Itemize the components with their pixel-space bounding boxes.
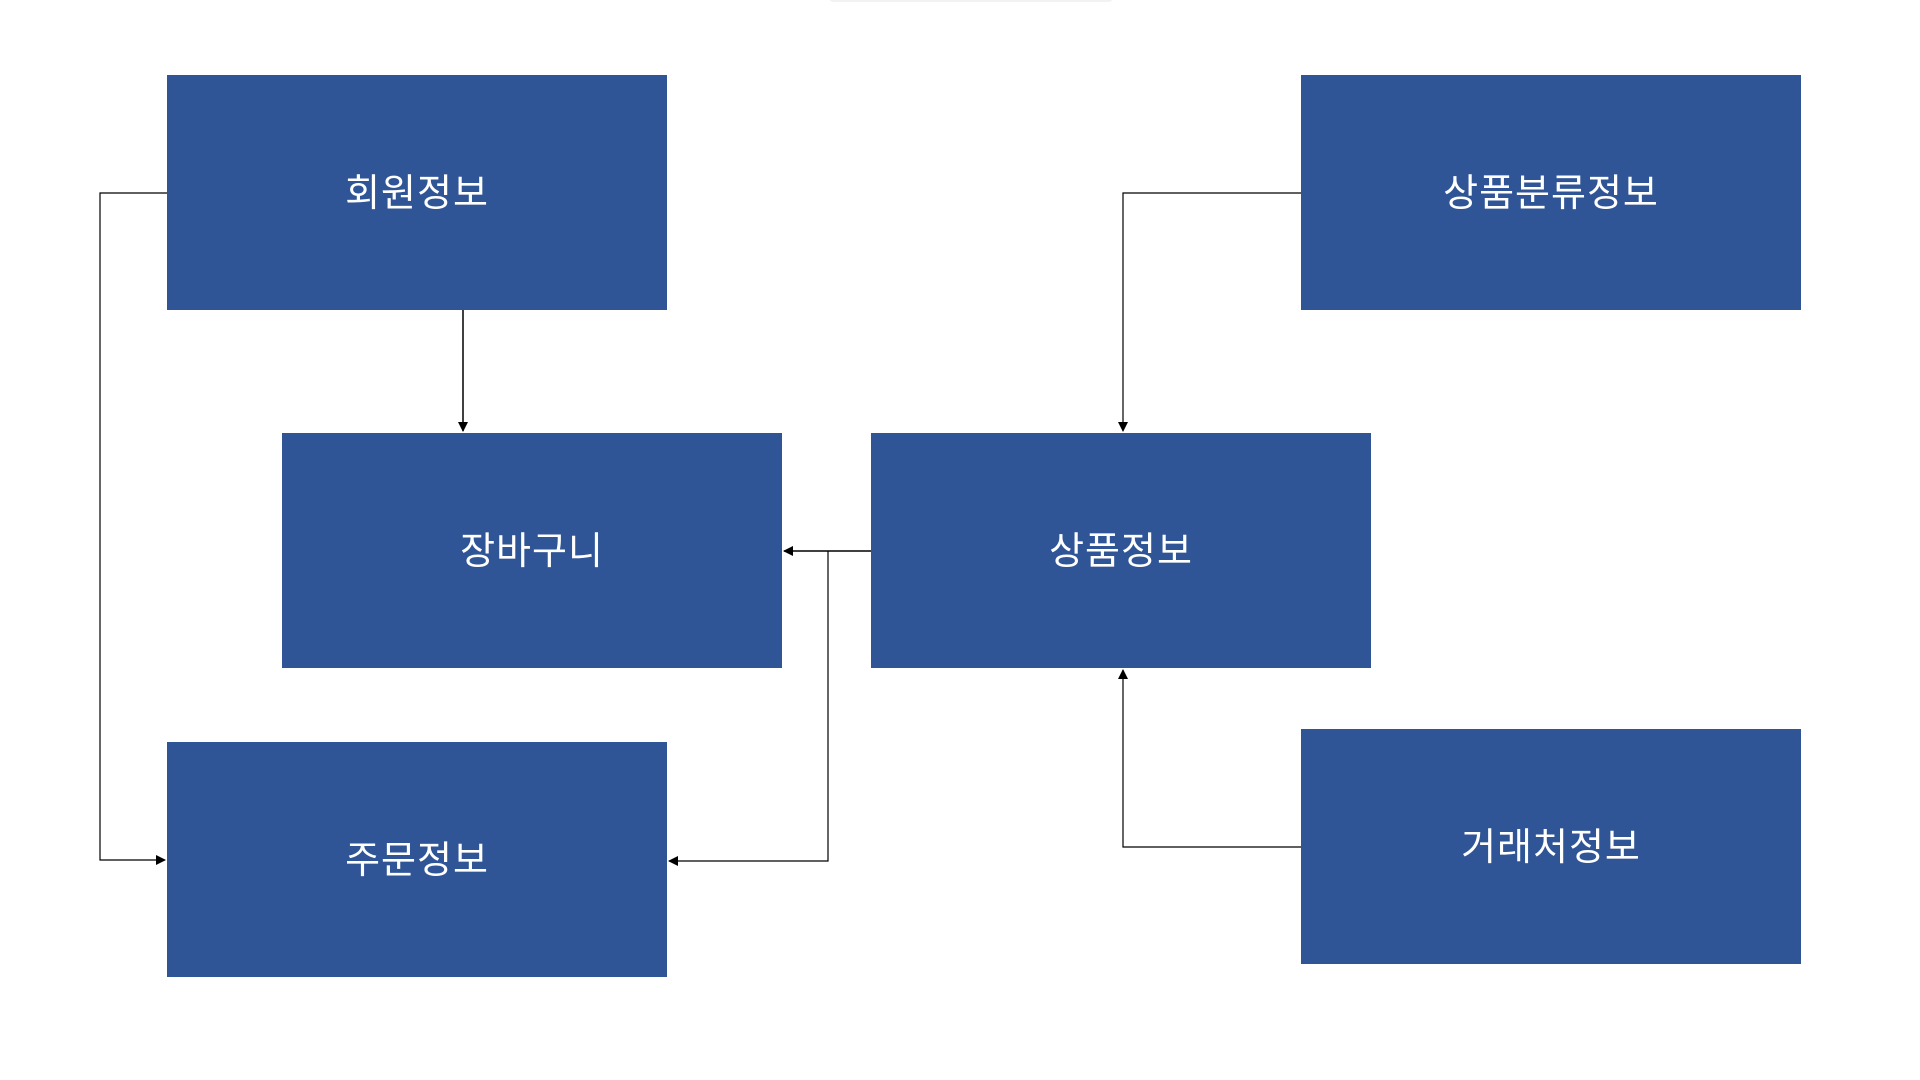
- entity-supplier-info: 거래처정보: [1301, 729, 1801, 964]
- connector-product-to-order: [668, 551, 829, 866]
- entity-cart: 장바구니: [282, 433, 782, 668]
- entity-supplier-info-label: 거래처정보: [1461, 825, 1641, 869]
- entity-product-category-info: 상품분류정보: [1301, 75, 1801, 310]
- connector-category-to-product: [1118, 192, 1301, 432]
- entity-member-info: 회원정보: [167, 75, 667, 310]
- entity-product-info-label: 상품정보: [1049, 529, 1193, 573]
- entity-order-info: 주문정보: [167, 742, 667, 977]
- connector-member-to-order: [99, 192, 167, 865]
- top-tab-handle: [828, 0, 1114, 2]
- entity-cart-label: 장바구니: [460, 529, 604, 573]
- entity-product-info: 상품정보: [871, 433, 1371, 668]
- entity-product-category-info-label: 상품분류정보: [1443, 171, 1659, 215]
- connector-supplier-to-product: [1118, 669, 1301, 848]
- entity-order-info-label: 주문정보: [345, 838, 489, 882]
- entity-member-info-label: 회원정보: [345, 171, 489, 215]
